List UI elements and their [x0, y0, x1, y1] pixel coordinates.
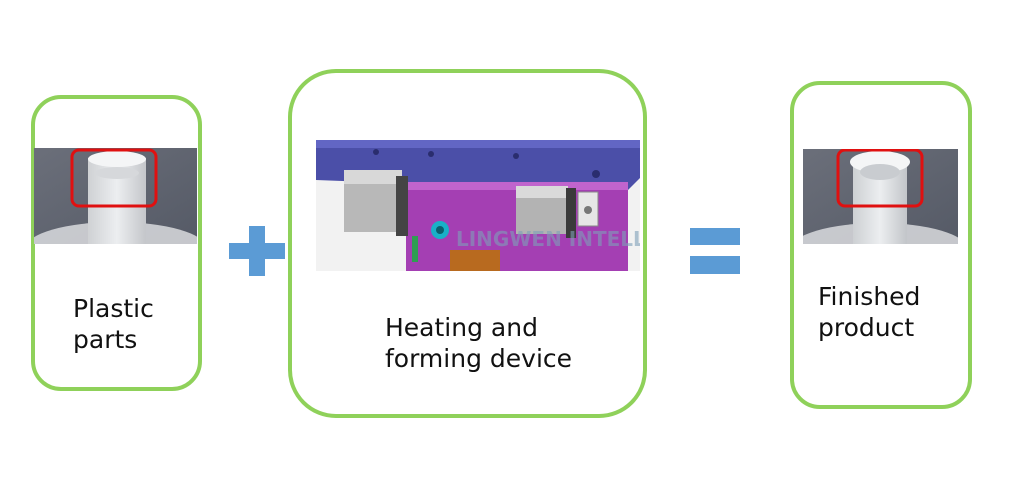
label-line-2: forming device	[385, 344, 573, 373]
equals-icon	[690, 228, 740, 274]
plastic-parts-label: Plastic parts	[73, 293, 154, 355]
label-line-1: Plastic	[73, 294, 154, 323]
plastic-part-photo	[34, 148, 197, 244]
heating-device-label: Heating and forming device	[385, 312, 572, 374]
label-line-2: product	[818, 313, 915, 342]
finished-product-label: Finished product	[818, 281, 920, 343]
label-line-1: Finished	[818, 282, 921, 311]
label-line-2: parts	[73, 325, 138, 354]
finished-product-card	[790, 81, 972, 409]
watermark-text: LINGWEN INTELLIGENT	[456, 227, 640, 251]
plus-icon	[229, 226, 285, 276]
label-line-1: Heating and	[385, 313, 538, 342]
heating-device-render: LINGWEN INTELLIGENT	[316, 140, 640, 271]
finished-product-photo	[803, 149, 958, 244]
